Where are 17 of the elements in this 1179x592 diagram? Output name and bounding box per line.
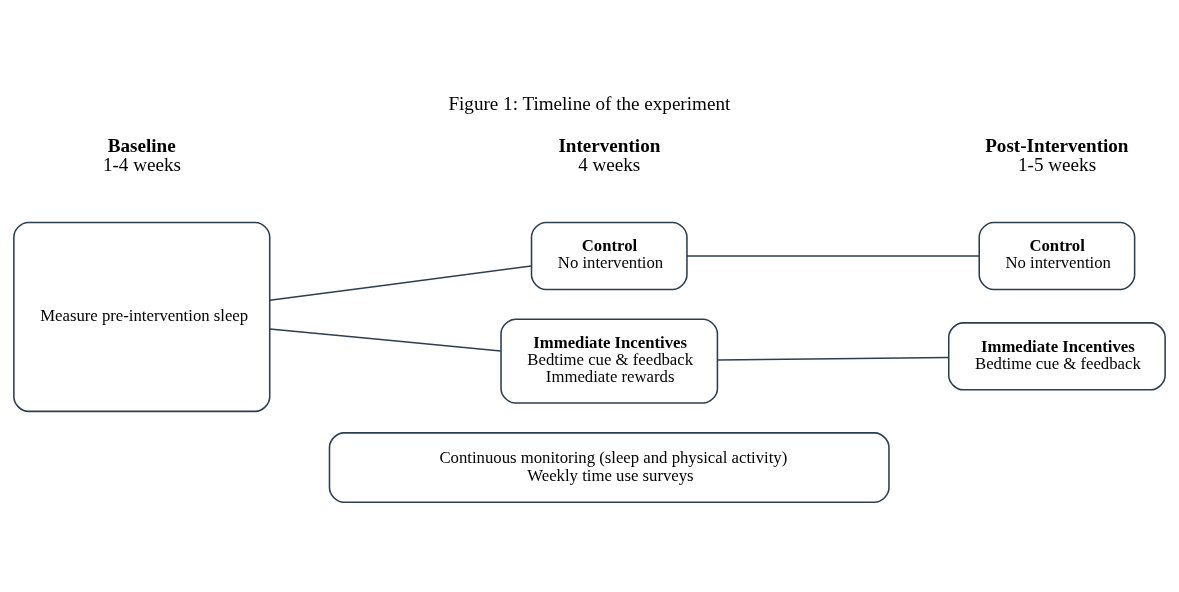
connector [716, 356, 950, 361]
connector [686, 255, 980, 257]
label: 4 weeks [578, 153, 641, 175]
node-box: Control No intervention [530, 221, 688, 291]
node-box: Continuous monitoring (sleep and physical activity) Weekly time use surveys [328, 432, 890, 503]
label: Baseline [107, 134, 176, 156]
node-box: Control No intervention [978, 221, 1136, 291]
label: 1-4 weeks [102, 153, 181, 175]
node-box: Immediate Incentives Bedtime cue & feedback Immediate rewards [500, 318, 719, 404]
label: 1-5 weeks [1018, 153, 1097, 175]
connector [269, 265, 532, 302]
label: Intervention [558, 134, 661, 156]
label: Post-Intervention [985, 134, 1129, 156]
node-box: Measure pre-intervention sleep [13, 221, 271, 413]
connector [269, 328, 502, 352]
node-box: Immediate Incentives Bedtime cue & feedback [947, 322, 1166, 391]
diagram-title: Figure 1: Timeline of the experiment [448, 92, 731, 114]
